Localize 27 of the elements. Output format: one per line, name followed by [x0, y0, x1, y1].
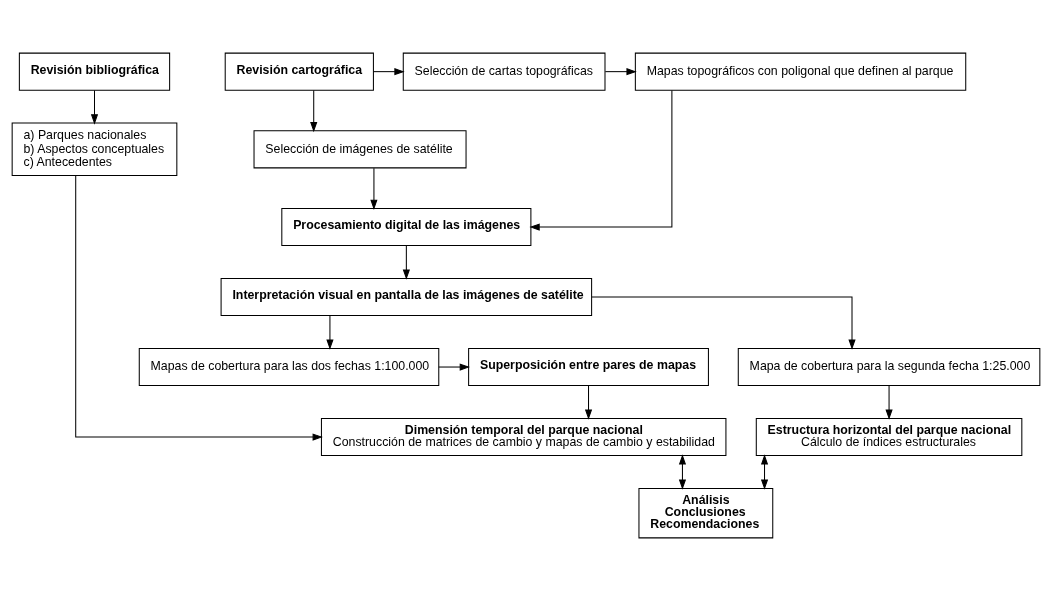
arrow — [90, 89, 99, 125]
node-box: Mapas de cobertura para las dos fechas 1:100.000 — [138, 347, 440, 386]
arrow — [402, 244, 410, 280]
node-box: Mapa de cobertura para la segunda fecha 1:25.000 — [737, 347, 1041, 386]
arrow — [885, 384, 893, 420]
arrow — [326, 314, 334, 350]
node-box: a) Parques nacionales b) Aspectos conceptuales c) Antecedentes — [11, 122, 178, 176]
node-box: Interpretación visual en pantalla de las imágenes de satélite — [220, 277, 593, 316]
node-box: Mapas topográficos con poligonal que definen al parque — [634, 52, 967, 91]
node-box: Superposición entre pares de mapas — [468, 347, 709, 386]
arrow — [310, 89, 318, 132]
arrow — [75, 174, 323, 441]
node-box: Revisión cartográfica — [224, 52, 374, 91]
arrow — [370, 167, 378, 210]
arrow — [584, 384, 593, 420]
node-box: Revisión bibliográfica — [18, 52, 171, 91]
node-box: Selección de cartas topográficas — [402, 52, 606, 91]
node-box: Dimensión temporal del parque nacional Construcción de matrices de cambio y mapas de cambio y estabilidad — [320, 417, 727, 456]
arrow — [591, 296, 856, 350]
node-box: Selección de imágenes de satélite — [253, 129, 467, 168]
node-box: Estructura horizontal del parque nacional Cálculo de índices estructurales — [755, 417, 1023, 456]
arrow — [373, 67, 405, 75]
arrow — [529, 89, 673, 231]
arrow — [438, 362, 470, 371]
node-box: Análisis Conclusiones Recomendaciones — [638, 487, 774, 538]
arrow — [604, 67, 637, 75]
node-box: Procesamiento digital de las imágenes — [281, 207, 532, 246]
